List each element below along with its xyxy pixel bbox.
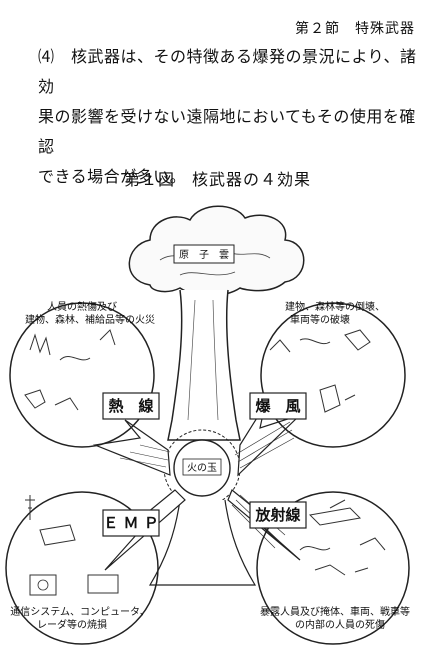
cloud-label: 原 子 雲 [179, 249, 229, 261]
heat-box-label: 熱 線 [108, 397, 153, 415]
radiation-box-label: 放射線 [254, 506, 300, 524]
paragraph-line-3: できる場合が多い。 [38, 167, 187, 186]
fireball-label: 火の玉 [187, 462, 217, 474]
blast-circle [260, 302, 406, 448]
emp-desc-1: 通信システム、コンピュータ、 [10, 606, 149, 618]
heat-circle [9, 302, 155, 448]
radiation-desc-1: 暴露人員及び掩体、車両、戦車等 [260, 605, 410, 618]
heat-ray-wedge [92, 419, 171, 476]
figure-title: 第１図 核武器の４効果 [123, 170, 311, 189]
heat-desc-1: 人員の熱傷及び [47, 300, 117, 313]
heat-box [102, 392, 160, 420]
cloud-label-box [173, 244, 235, 264]
section-header: 第２節 特殊武器 [295, 21, 415, 37]
emp-circle [5, 491, 159, 645]
radiation-box [249, 501, 307, 529]
heat-desc-2: 建物、森林、補給品等の火災 [25, 313, 155, 326]
nuclear-effects-diagram: 原 子 雲 火の玉 人員の熱傷及び 建物、森林、補給品等の火災 熱 線 建物、森… [5, 205, 410, 645]
emp-desc-2: レーダ等の焼損 [37, 618, 107, 631]
blast-desc-2: 車両等の破壊 [290, 313, 350, 326]
blast-box-label: 爆 風 [255, 397, 300, 415]
radiation-desc-2: の内部の人員の死傷 [295, 618, 385, 631]
blast-box [249, 392, 307, 420]
mushroom-stem [167, 289, 241, 441]
emp-box [102, 509, 160, 537]
paragraph-line-1: ⑷ 核武器は、その特徴ある爆発の景況により、諸効 [38, 47, 417, 96]
paragraph-line-2: 果の影響を受けない遠隔地においてもその使用を確認 [38, 107, 416, 156]
body-paragraph: ⑷ 核武器は、その特徴ある爆発の景況により、諸効 果の影響を受けない遠隔地におい… [38, 42, 418, 192]
radiation-circle [256, 491, 410, 645]
emp-box-label: Ｅ Ｍ Ｐ [103, 514, 158, 532]
blast-desc-1: 建物、森林等の倒壊、 [285, 300, 385, 313]
